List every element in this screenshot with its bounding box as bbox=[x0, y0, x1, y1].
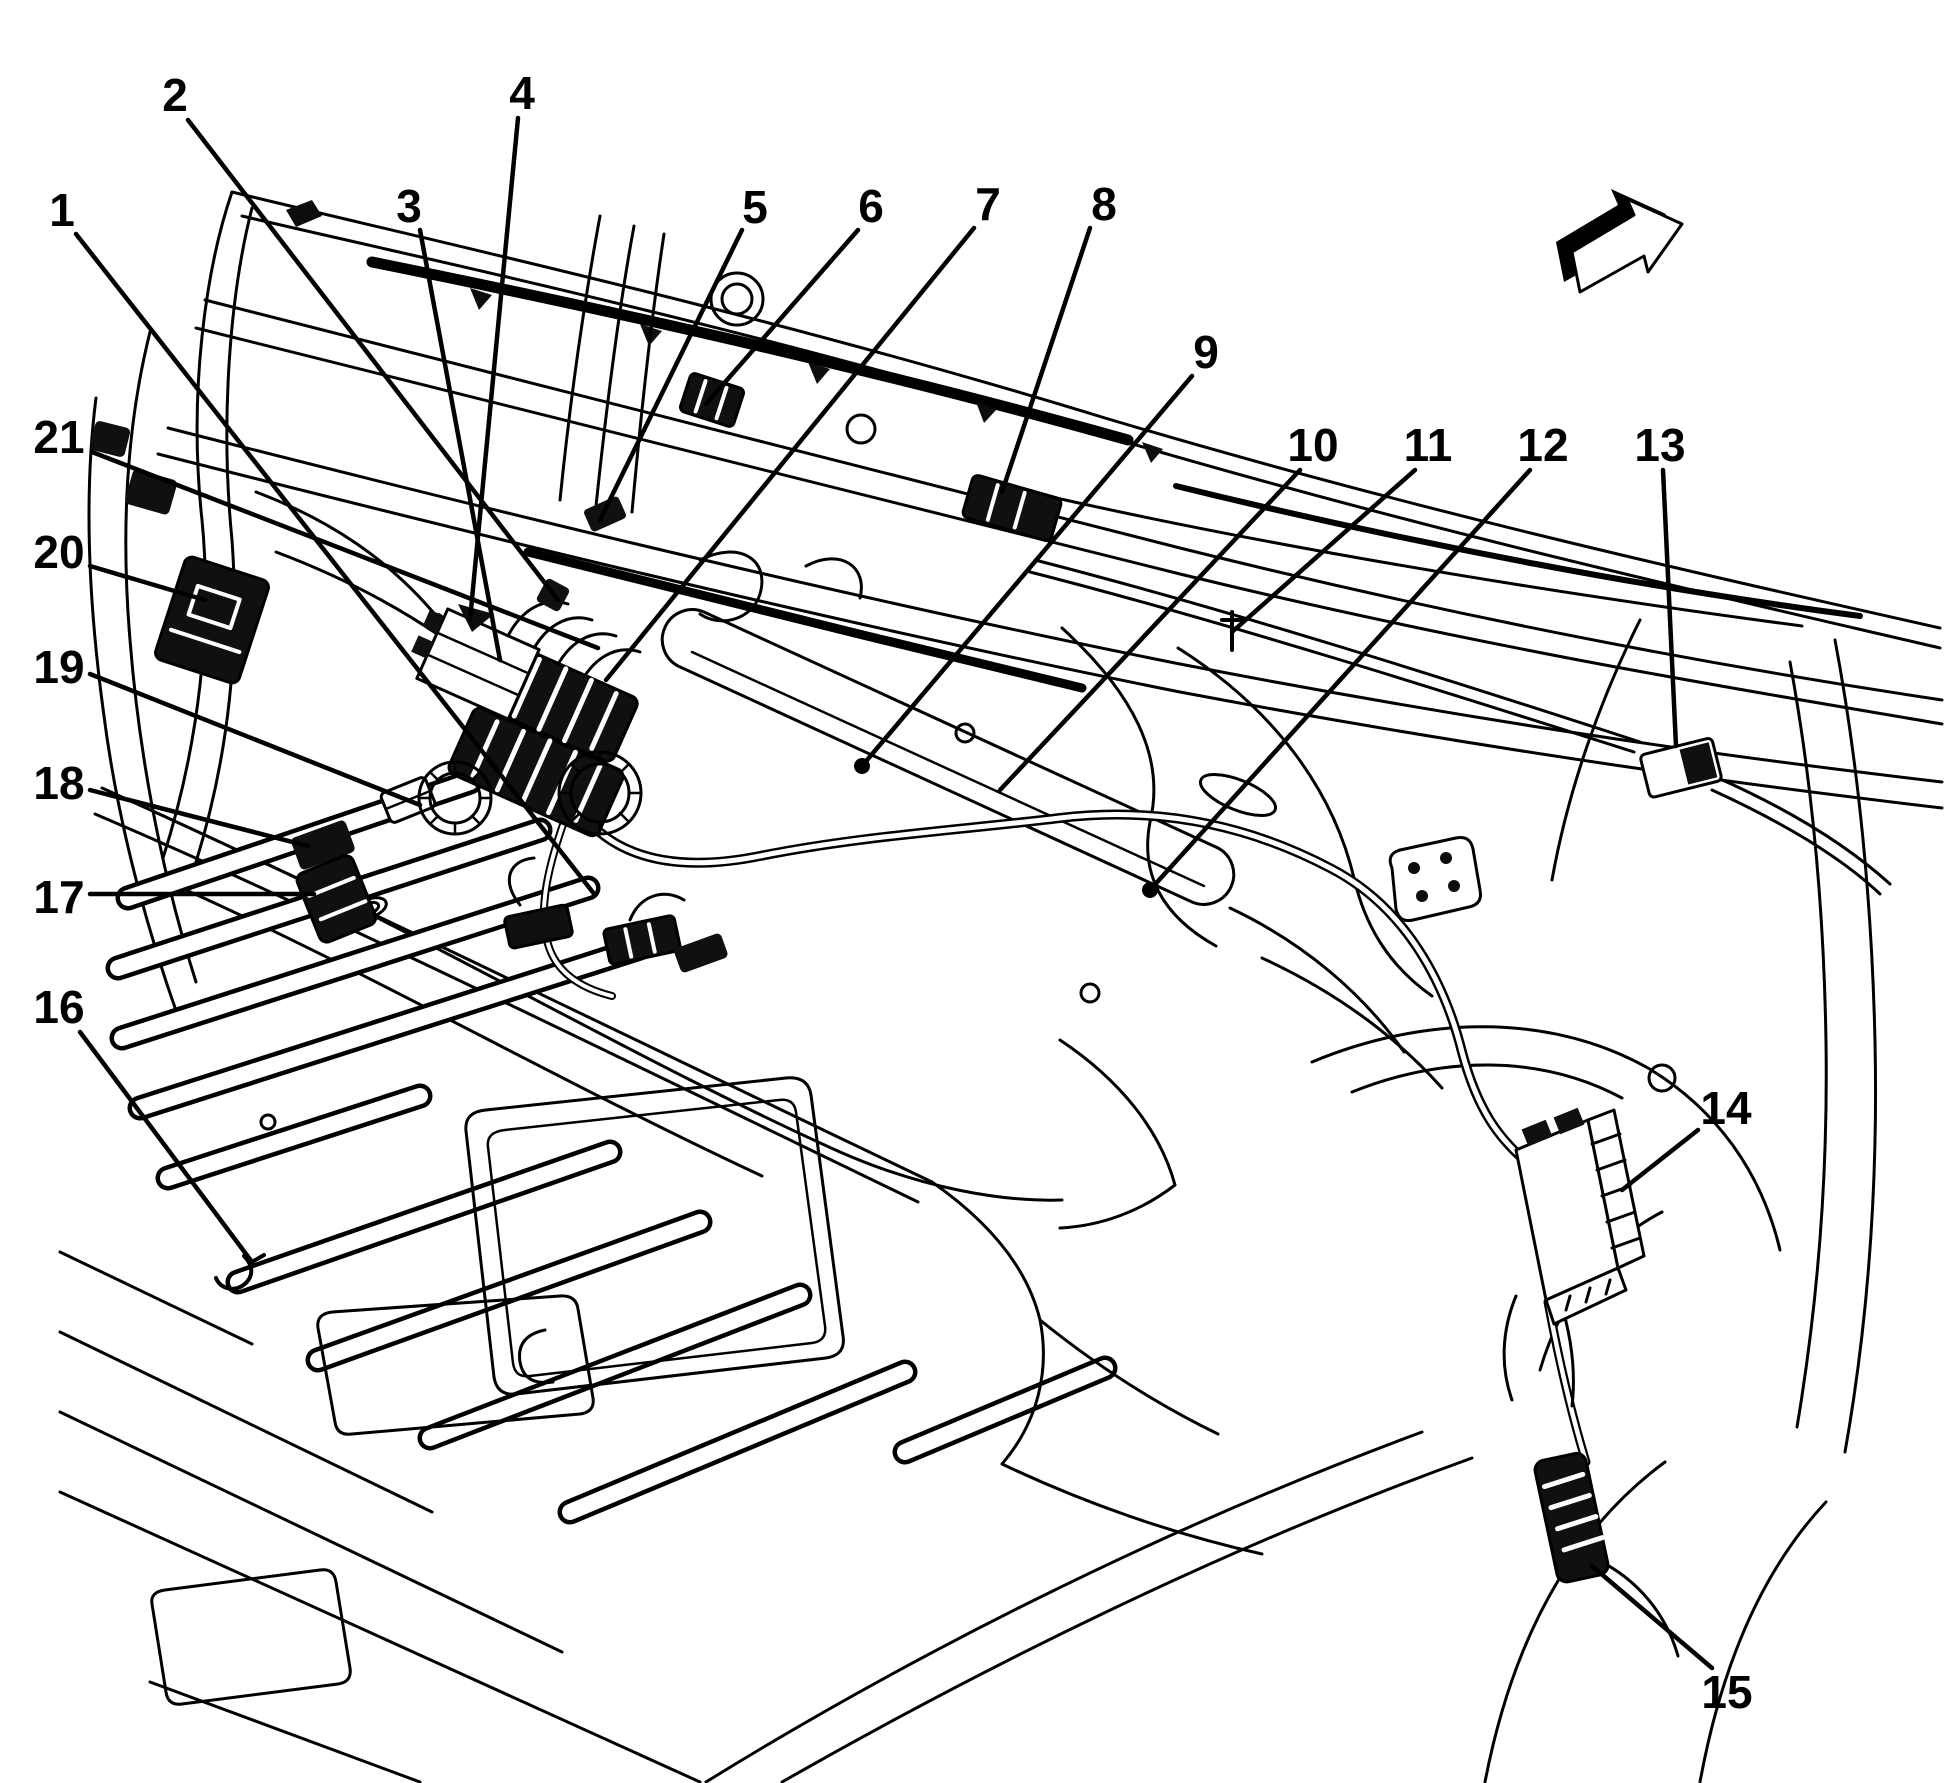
callout-11-leader-line bbox=[1229, 467, 1418, 635]
callout-21-number: 21 bbox=[33, 411, 84, 463]
callout-6: 6 bbox=[703, 180, 884, 407]
callout-21: 21 bbox=[33, 411, 601, 651]
callout-16: 16 bbox=[33, 981, 255, 1265]
callout-16-leader-line bbox=[77, 1029, 255, 1265]
callout-3: 3 bbox=[396, 180, 503, 663]
callout-15-number: 15 bbox=[1701, 1666, 1752, 1718]
callout-19-number: 19 bbox=[33, 641, 84, 693]
callout-5-number: 5 bbox=[742, 181, 768, 233]
callout-11: 11 bbox=[1229, 419, 1453, 635]
bolt-holes bbox=[1408, 852, 1460, 902]
harness-clip bbox=[214, 1253, 266, 1291]
callout-2-leader-line bbox=[185, 117, 561, 603]
connector-cluster bbox=[89, 372, 1723, 1584]
callout-19: 19 bbox=[33, 641, 423, 808]
callout-18-leader-line bbox=[87, 787, 311, 849]
body-connector bbox=[89, 421, 131, 457]
callout-1-leader-line bbox=[73, 231, 598, 898]
retainer-clip bbox=[458, 604, 494, 632]
right-quarter-panel bbox=[1310, 618, 1878, 1783]
callout-1: 1 bbox=[49, 184, 598, 898]
callout-13-number: 13 bbox=[1634, 419, 1685, 471]
callout-18: 18 bbox=[33, 757, 311, 849]
inline-connector bbox=[602, 914, 682, 966]
callout-2-number: 2 bbox=[162, 69, 188, 121]
callout-8-leader-line bbox=[999, 225, 1093, 495]
callout-9: 9 bbox=[854, 326, 1219, 774]
callout-13: 13 bbox=[1634, 419, 1686, 749]
inline-connector bbox=[503, 903, 574, 950]
callout-9-number: 9 bbox=[1193, 326, 1219, 378]
control-module bbox=[1514, 1107, 1646, 1326]
callout-4-number: 4 bbox=[509, 67, 535, 119]
callout-21-leader-line bbox=[89, 449, 601, 651]
callout-19-leader-line bbox=[87, 671, 423, 808]
callout-12-number: 12 bbox=[1517, 419, 1568, 471]
callout-20-leader-line bbox=[87, 563, 208, 603]
callout-14-leader-line bbox=[1619, 1127, 1701, 1193]
callout-9-leader-line bbox=[859, 373, 1195, 769]
callout-14: 14 bbox=[1619, 1082, 1752, 1193]
callout-10-number: 10 bbox=[1287, 419, 1338, 471]
inline-connector bbox=[1533, 1451, 1610, 1584]
callout-20: 20 bbox=[33, 526, 208, 603]
callout-3-leader-line bbox=[417, 227, 503, 663]
callout-11-number: 11 bbox=[1404, 419, 1453, 471]
callout-6-number: 6 bbox=[858, 180, 884, 232]
callout-10-leader-line bbox=[997, 467, 1303, 793]
callout-9-end-dot bbox=[854, 758, 870, 774]
inline-connector bbox=[674, 933, 728, 973]
callout-16-number: 16 bbox=[33, 981, 84, 1033]
callout-4-leader-line bbox=[467, 115, 521, 623]
direction-arrow-ne-icon bbox=[1556, 189, 1684, 294]
callout-6-leader-line bbox=[703, 227, 861, 407]
callout-20-number: 20 bbox=[33, 526, 84, 578]
callout-15: 15 bbox=[1589, 1563, 1753, 1718]
callout-17: 17 bbox=[33, 871, 317, 923]
callout-12-end-dot bbox=[1142, 882, 1158, 898]
callout-3-number: 3 bbox=[396, 180, 422, 232]
callout-8-number: 8 bbox=[1091, 178, 1117, 230]
callout-18-number: 18 bbox=[33, 757, 84, 809]
callout-7-number: 7 bbox=[975, 178, 1001, 230]
callout-4: 4 bbox=[467, 67, 535, 623]
callout-2: 2 bbox=[162, 69, 561, 603]
callout-14-number: 14 bbox=[1700, 1082, 1752, 1134]
callout-8: 8 bbox=[999, 178, 1117, 495]
callout-13-leader-line bbox=[1660, 467, 1679, 749]
callout-10: 10 bbox=[997, 419, 1339, 793]
body-connector bbox=[295, 854, 378, 944]
callout-7: 7 bbox=[603, 178, 1001, 683]
callout-7-leader-line bbox=[603, 225, 977, 683]
callout-1-number: 1 bbox=[49, 184, 75, 236]
shelf-connector bbox=[961, 474, 1063, 542]
callout-5-leader-line bbox=[597, 227, 745, 523]
callout-17-number: 17 bbox=[33, 871, 84, 923]
callout-15-leader-line bbox=[1589, 1563, 1715, 1671]
callout-5: 5 bbox=[597, 181, 768, 523]
callout-12-leader-line bbox=[1147, 467, 1533, 893]
callout-12: 12 bbox=[1142, 419, 1569, 898]
floor-pan bbox=[58, 769, 1474, 1783]
parcel-shelf bbox=[156, 426, 1944, 998]
